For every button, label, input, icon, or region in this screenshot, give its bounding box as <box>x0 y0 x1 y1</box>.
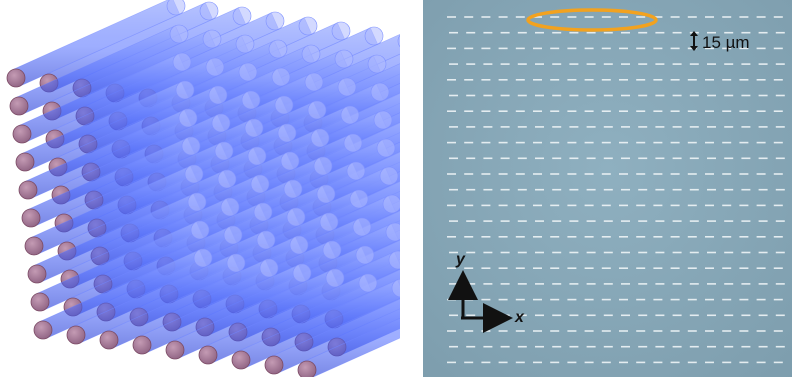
rod <box>66 253 246 345</box>
rod <box>18 108 198 200</box>
rod <box>12 52 192 144</box>
rod <box>30 220 210 312</box>
scale-bar-label: 15 µm <box>702 33 750 52</box>
rod <box>9 24 189 116</box>
rod <box>99 258 279 350</box>
rod <box>297 317 400 377</box>
rod <box>132 263 312 355</box>
rod-array-illustration <box>6 0 400 377</box>
rod <box>165 268 345 360</box>
microscope-panel: 15 µm y x <box>423 0 792 377</box>
axes-indicator: y x <box>448 251 525 333</box>
microscope-background <box>423 0 792 377</box>
highlight-ellipse <box>526 8 658 32</box>
rod <box>24 164 204 256</box>
rod-array-panel <box>6 0 400 377</box>
scale-bar: 15 µm <box>690 31 750 52</box>
rod <box>27 192 207 284</box>
x-axis-label: x <box>514 309 525 326</box>
rod <box>21 136 201 228</box>
microscope-image: 15 µm y x <box>423 0 792 377</box>
y-axis-label: y <box>455 251 466 268</box>
rod <box>231 278 400 370</box>
